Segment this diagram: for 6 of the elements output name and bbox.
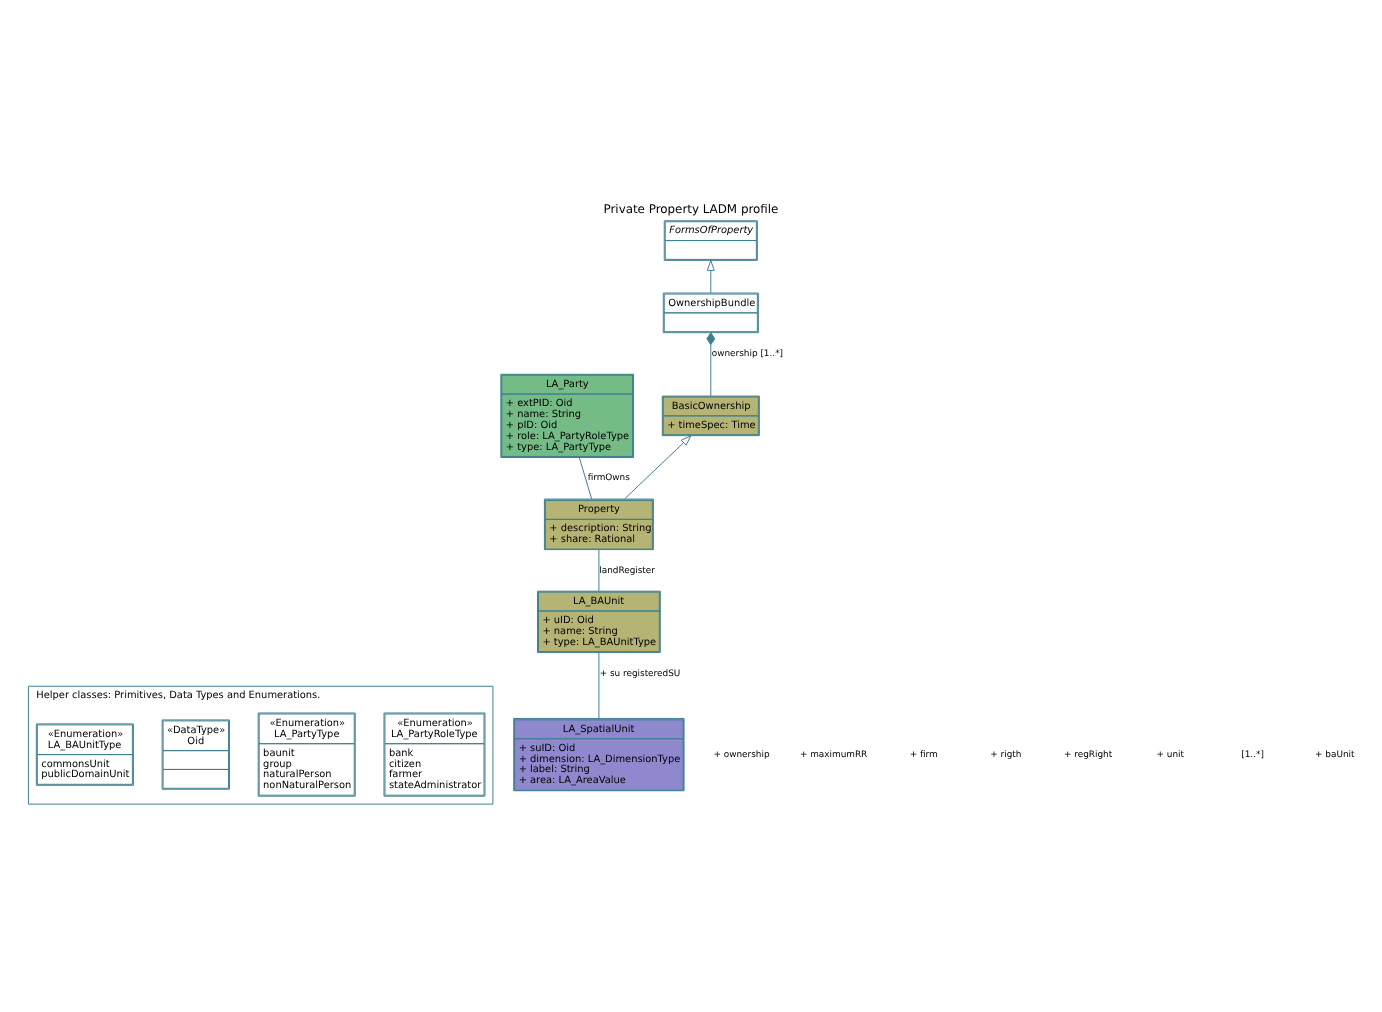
connector [598, 652, 600, 719]
connector [578, 457, 593, 500]
arrow [624, 435, 692, 500]
connector [598, 549, 600, 592]
arrow [706, 259, 715, 294]
connector [706, 332, 716, 397]
